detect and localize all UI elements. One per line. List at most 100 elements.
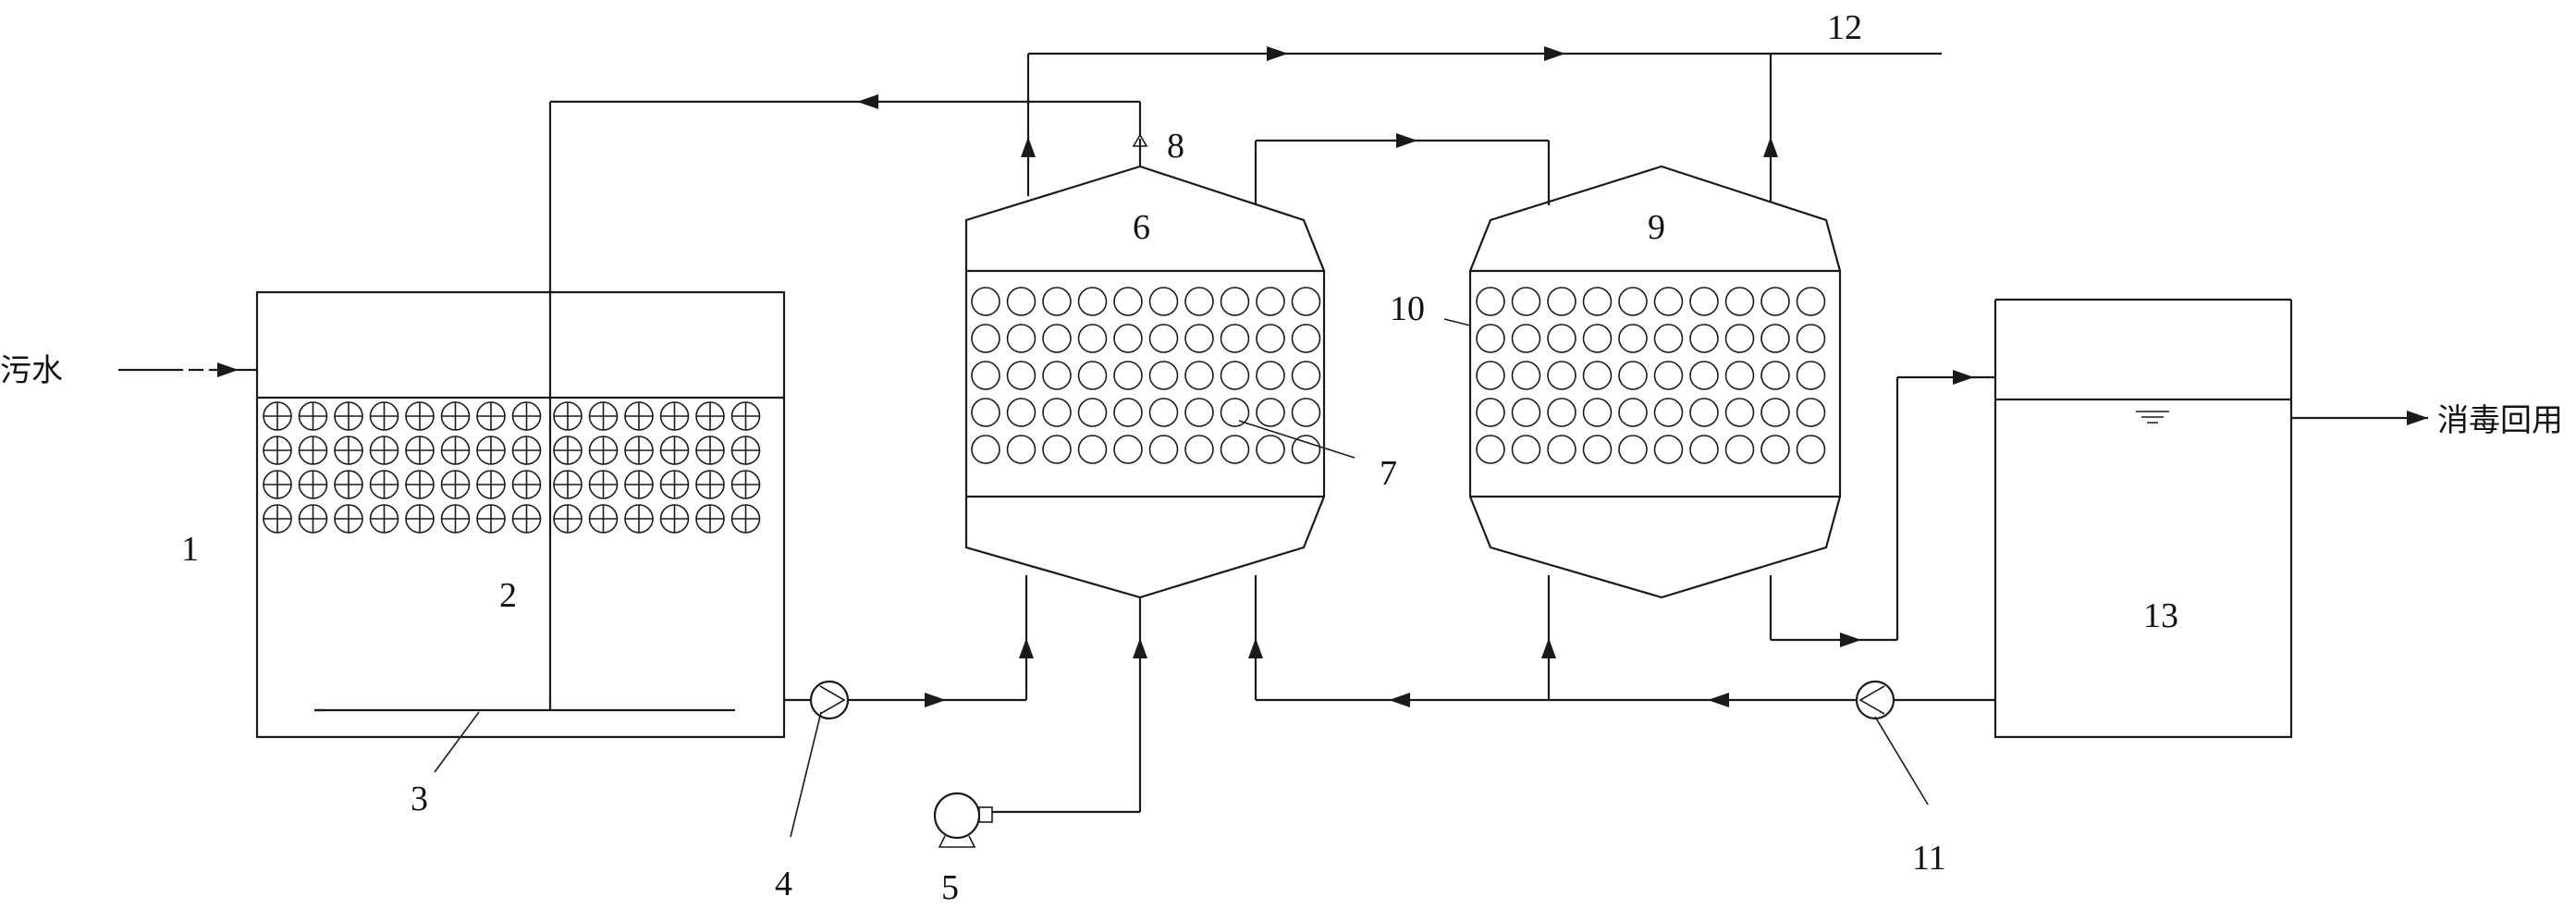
carrier-ring bbox=[1042, 324, 1072, 353]
carrier-ring bbox=[1724, 435, 1755, 464]
carrier-ring-cross bbox=[554, 505, 582, 533]
carrier-ring bbox=[1291, 435, 1321, 464]
pump-11-symbol bbox=[1858, 685, 1885, 715]
arrow-pump4-flow bbox=[925, 693, 946, 707]
carrier-ring bbox=[1760, 398, 1790, 427]
arrow-gas-line-1 bbox=[1267, 46, 1288, 61]
blower-5 bbox=[933, 792, 993, 848]
carrier-ring-cross bbox=[512, 436, 541, 464]
label-3: 3 bbox=[411, 780, 428, 818]
carrier-ring bbox=[971, 287, 1000, 316]
carrier-ring bbox=[1618, 361, 1648, 390]
carrier-ring bbox=[1618, 398, 1648, 427]
label-5: 5 bbox=[941, 868, 959, 907]
carrier-ring bbox=[1689, 361, 1719, 390]
pump-11 bbox=[1855, 680, 1895, 720]
label-10: 10 bbox=[1390, 289, 1425, 328]
carrier-ring-cross bbox=[660, 436, 689, 464]
leader-4 bbox=[790, 711, 822, 838]
carrier-ring bbox=[1006, 361, 1037, 390]
leader-11 bbox=[1874, 716, 1929, 805]
carrier-ring-cross bbox=[441, 402, 470, 430]
carrier-ring-cross bbox=[512, 471, 541, 498]
carrier-ring bbox=[1547, 398, 1576, 427]
carrier-ring bbox=[1148, 435, 1179, 464]
arrow-recirc-into-r9 bbox=[1541, 638, 1556, 658]
carrier-ring bbox=[1760, 361, 1790, 390]
arrow-into-tank13 bbox=[1953, 370, 1974, 385]
carrier-ring bbox=[1291, 361, 1321, 390]
carrier-ring bbox=[1220, 324, 1250, 353]
carrier-ring bbox=[1618, 435, 1648, 464]
carrier-ring bbox=[971, 361, 1000, 390]
carrier-ring-cross bbox=[625, 436, 653, 464]
carrier-ring bbox=[1653, 398, 1684, 427]
carrier-ring bbox=[1689, 287, 1719, 316]
carrier-ring-cross bbox=[731, 471, 760, 498]
carrier-ring bbox=[1291, 287, 1321, 316]
arrow-into-reactor6 bbox=[1019, 638, 1034, 658]
label-4: 4 bbox=[775, 865, 792, 903]
carrier-ring bbox=[1796, 361, 1826, 390]
carrier-ring bbox=[1582, 361, 1613, 390]
carrier-ring bbox=[1184, 361, 1214, 390]
carrier-ring-cross bbox=[589, 402, 618, 430]
carrier-ring-cross bbox=[625, 402, 653, 430]
carrier-ring-cross bbox=[370, 402, 399, 430]
carrier-ring-cross bbox=[441, 505, 470, 533]
carrier-ring bbox=[1724, 361, 1755, 390]
carrier-ring bbox=[1184, 398, 1214, 427]
carrier-ring bbox=[1148, 361, 1179, 390]
carrier-ring bbox=[1653, 287, 1684, 316]
carrier-ring bbox=[1796, 287, 1826, 316]
carrier-ring-cross bbox=[406, 471, 434, 498]
carrier-ring bbox=[1476, 287, 1505, 316]
carrier-ring-cross bbox=[696, 436, 724, 464]
carrier-ring-cross bbox=[660, 471, 689, 498]
carrier-ring-cross bbox=[299, 436, 327, 464]
reactor-6 bbox=[964, 165, 1326, 599]
carrier-ring bbox=[1042, 398, 1072, 427]
carrier-ring-cross bbox=[731, 436, 760, 464]
carrier-ring-cross bbox=[477, 471, 505, 498]
label-11: 11 bbox=[1912, 839, 1946, 878]
carrier-ring bbox=[1042, 435, 1072, 464]
carrier-ring-cross bbox=[299, 505, 327, 533]
carrier-ring bbox=[1077, 324, 1108, 353]
label-7: 7 bbox=[1380, 454, 1397, 493]
carrier-ring bbox=[1547, 435, 1576, 464]
carrier-ring-cross bbox=[299, 402, 327, 430]
carrier-ring bbox=[1220, 398, 1250, 427]
carrier-ring bbox=[1148, 398, 1179, 427]
carrier-ring-cross bbox=[477, 436, 505, 464]
carrier-ring-cross bbox=[406, 436, 434, 464]
outlet-arrow bbox=[2407, 411, 2428, 425]
carrier-ring bbox=[1476, 361, 1505, 390]
carrier-ring bbox=[971, 324, 1000, 353]
carrier-ring-cross bbox=[406, 505, 434, 533]
carrier-ring bbox=[1582, 435, 1613, 464]
carrier-ring-cross bbox=[370, 436, 399, 464]
arrow-recirc-into-r6 bbox=[1248, 638, 1263, 658]
carrier-ring-cross bbox=[264, 471, 291, 498]
carrier-ring bbox=[1547, 324, 1576, 353]
carrier-ring-cross bbox=[512, 505, 541, 533]
carrier-ring bbox=[1077, 287, 1108, 316]
label-13: 13 bbox=[2143, 596, 2178, 635]
carrier-ring-cross bbox=[477, 402, 505, 430]
arrow-air-into-r6 bbox=[1133, 638, 1147, 658]
carrier-ring-cross bbox=[625, 505, 653, 533]
carrier-ring-cross bbox=[660, 505, 689, 533]
carrier-ring bbox=[1796, 398, 1826, 427]
carrier-ring-cross bbox=[696, 402, 724, 430]
carrier-ring-cross bbox=[589, 505, 618, 533]
carrier-ring bbox=[1689, 324, 1719, 353]
carrier-ring-cross bbox=[554, 436, 582, 464]
water-level-symbol bbox=[2136, 411, 2169, 424]
carrier-ring bbox=[1220, 287, 1250, 316]
carrier-ring bbox=[1796, 435, 1826, 464]
carrier-ring bbox=[1006, 435, 1037, 464]
tank-1 bbox=[255, 290, 786, 739]
tank-13-outline bbox=[1993, 300, 2293, 739]
carrier-ring bbox=[1220, 435, 1250, 464]
